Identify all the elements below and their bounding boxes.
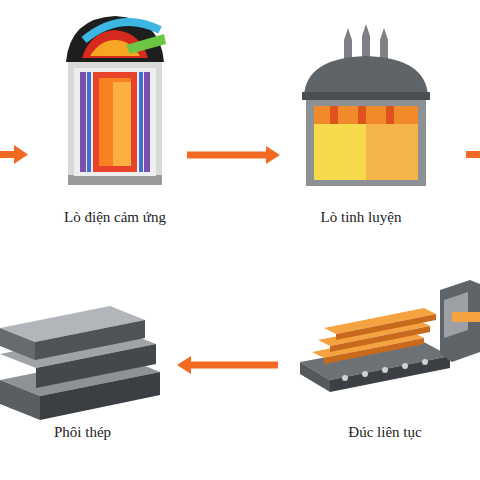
outgoing-arrow bbox=[466, 151, 480, 158]
induction-furnace-art bbox=[66, 16, 166, 185]
step-label: Đúc liên tục bbox=[290, 424, 480, 441]
process-step: Phôi thép bbox=[0, 300, 165, 445]
flow-arrow bbox=[187, 146, 280, 164]
continuous-casting-art bbox=[300, 280, 480, 392]
step-label: Phôi thép bbox=[0, 424, 165, 441]
process-step: Lò tinh luyện bbox=[292, 20, 430, 230]
flow-arrow bbox=[177, 356, 278, 374]
step-label: Lò tinh luyện bbox=[292, 209, 430, 226]
process-step: Lò điện cảm ứng bbox=[55, 10, 175, 230]
refining-furnace-art bbox=[302, 24, 430, 186]
step-label: Lò điện cảm ứng bbox=[55, 209, 175, 226]
steel-billets-art bbox=[0, 306, 160, 420]
incoming-arrow bbox=[0, 145, 28, 164]
process-step: Đúc liên tục bbox=[290, 280, 480, 445]
